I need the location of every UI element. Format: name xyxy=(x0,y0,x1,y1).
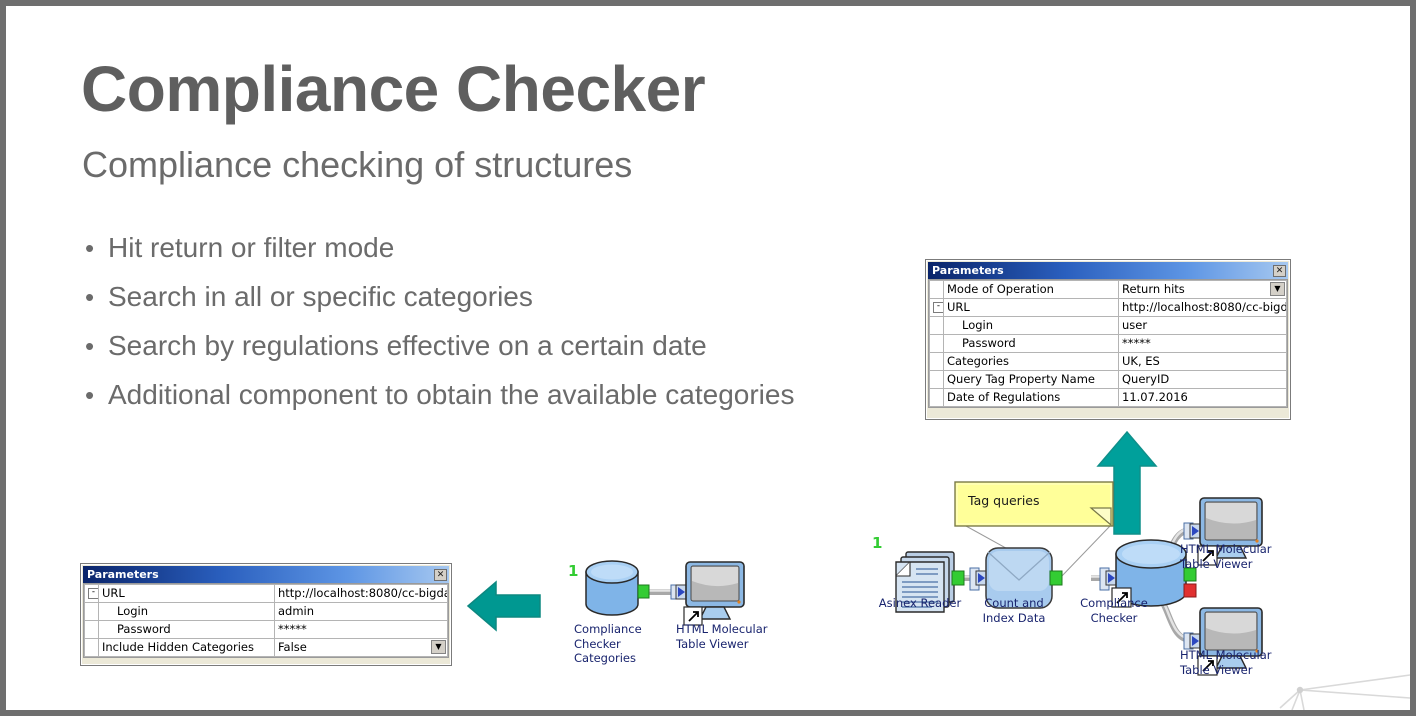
close-icon[interactable]: ✕ xyxy=(434,568,447,581)
chevron-down-icon[interactable]: ▼ xyxy=(1270,282,1285,296)
node-label-asinex-reader: Asinex Reader xyxy=(878,596,962,610)
row-gutter xyxy=(84,602,99,621)
parameter-name: Categories xyxy=(943,352,1119,371)
bullet-text: Hit return or filter mode xyxy=(108,232,395,263)
node-html-table-viewer-top xyxy=(1183,497,1263,566)
table-row[interactable]: Password***** xyxy=(929,334,1287,353)
row-gutter xyxy=(929,352,944,371)
row-gutter xyxy=(929,334,944,353)
annotation-note: Tag queries xyxy=(954,481,1114,527)
list-item: • Search in all or specific categories xyxy=(80,277,810,317)
row-gutter xyxy=(929,280,944,299)
node-html-table-viewer-categories xyxy=(670,561,745,626)
parameter-value[interactable]: ***** xyxy=(1118,334,1287,353)
workflow-main-canvas: Tag queries xyxy=(895,481,1263,676)
node-label-compliance-checker-categories: Compliance Checker Categories xyxy=(574,622,642,665)
dialog-title: Parameters xyxy=(932,264,1004,277)
node-label-html-viewer-categories: HTML Molecular Table Viewer xyxy=(676,622,768,651)
node-badge-number: 1 xyxy=(872,534,883,552)
dialog-titlebar[interactable]: Parameters ✕ xyxy=(928,262,1288,279)
parameter-name: Date of Regulations xyxy=(943,388,1119,407)
parameter-name: Password xyxy=(98,620,275,639)
list-item: • Additional component to obtain the ava… xyxy=(80,375,810,415)
page-subtitle: Compliance checking of structures xyxy=(82,144,633,185)
chevron-down-icon[interactable]: ▼ xyxy=(431,640,446,654)
page-title: Compliance Checker xyxy=(81,53,706,125)
parameter-value[interactable]: ***** xyxy=(274,620,448,639)
bullet-marker-icon: • xyxy=(85,331,95,361)
node-label-html-viewer-top: HTML Molecular Table Viewer xyxy=(1180,542,1272,571)
bullet-marker-icon: • xyxy=(85,282,95,312)
parameter-value[interactable]: http://localhost:8080/cc-bigdata/ xyxy=(274,584,448,603)
parameter-value[interactable]: 11.07.2016 xyxy=(1118,388,1287,407)
dialog-title: Parameters xyxy=(87,568,159,581)
node-label-compliance-checker: Compliance Checker xyxy=(1080,596,1148,625)
svg-text:Tag queries: Tag queries xyxy=(967,493,1040,508)
parameter-value[interactable]: QueryID xyxy=(1118,370,1287,389)
node-badge-number-categories: 1 xyxy=(568,562,579,580)
node-compliance-checker-categories xyxy=(585,560,650,616)
node-html-table-viewer-bottom xyxy=(1183,607,1263,676)
parameter-name: Query Tag Property Name xyxy=(943,370,1119,389)
table-row[interactable]: Password***** xyxy=(84,620,448,639)
bullet-text: Search in all or specific categories xyxy=(108,281,533,312)
row-gutter xyxy=(929,316,944,335)
row-gutter xyxy=(84,638,99,657)
bullet-list: • Hit return or filter mode • Search in … xyxy=(80,228,810,424)
parameter-value[interactable]: user xyxy=(1118,316,1287,335)
teal-left-arrow-icon xyxy=(466,580,541,632)
parameter-name: Login xyxy=(98,602,275,621)
parameter-name: URL xyxy=(98,584,275,603)
parameter-value[interactable]: False▼ xyxy=(274,638,448,657)
close-icon[interactable]: ✕ xyxy=(1273,264,1286,277)
parameter-name: Mode of Operation xyxy=(943,280,1119,299)
bullet-text: Search by regulations effective on a cer… xyxy=(108,330,707,361)
parameter-value[interactable]: admin xyxy=(274,602,448,621)
parameter-name: Login xyxy=(943,316,1119,335)
bullet-text: Additional component to obtain the avail… xyxy=(108,379,795,410)
teal-up-arrow-icon xyxy=(1096,430,1158,535)
parameter-value[interactable]: Return hits▼ xyxy=(1118,280,1287,299)
parameter-name: Include Hidden Categories xyxy=(98,638,275,657)
row-gutter xyxy=(929,370,944,389)
workflow-categories-canvas xyxy=(585,560,745,626)
parameter-name: Password xyxy=(943,334,1119,353)
dialog-titlebar[interactable]: Parameters ✕ xyxy=(83,566,449,583)
node-count-index-data xyxy=(969,547,1063,609)
parameter-value[interactable]: http://localhost:8080/cc-bigdata/ xyxy=(1118,298,1287,317)
node-asinex-reader xyxy=(895,551,965,613)
node-label-html-viewer-bottom: HTML Molecular Table Viewer xyxy=(1180,648,1272,677)
list-item: • Search by regulations effective on a c… xyxy=(80,326,810,366)
bullet-marker-icon: • xyxy=(85,380,95,410)
node-label-count-index-data: Count and Index Data xyxy=(982,596,1046,625)
parameter-name: URL xyxy=(943,298,1119,317)
parameter-value[interactable]: UK, ES xyxy=(1118,352,1287,371)
list-item: • Hit return or filter mode xyxy=(80,228,810,268)
node-compliance-checker xyxy=(1099,539,1197,608)
row-gutter xyxy=(84,620,99,639)
row-gutter xyxy=(929,388,944,407)
expander-collapse-icon[interactable]: - xyxy=(929,298,944,317)
molecule-decoration xyxy=(1279,674,1410,710)
expander-collapse-icon[interactable]: - xyxy=(84,584,99,603)
bullet-marker-icon: • xyxy=(85,233,95,263)
